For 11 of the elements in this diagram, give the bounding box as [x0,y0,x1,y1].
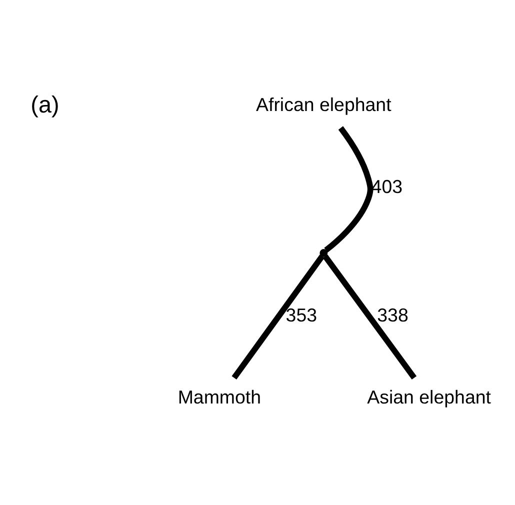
connector [232,254,325,380]
node-text: Mammoth [178,386,262,408]
edge-label: 353 [286,304,318,326]
connector [322,254,417,380]
connector [324,126,374,252]
node-text: African elephant [256,94,392,115]
label: (a) [30,91,60,118]
edge-label: 403 [371,176,403,197]
node-text: Asian elephant [367,386,491,408]
edge-label: 338 [377,304,408,326]
node-point [320,248,328,256]
